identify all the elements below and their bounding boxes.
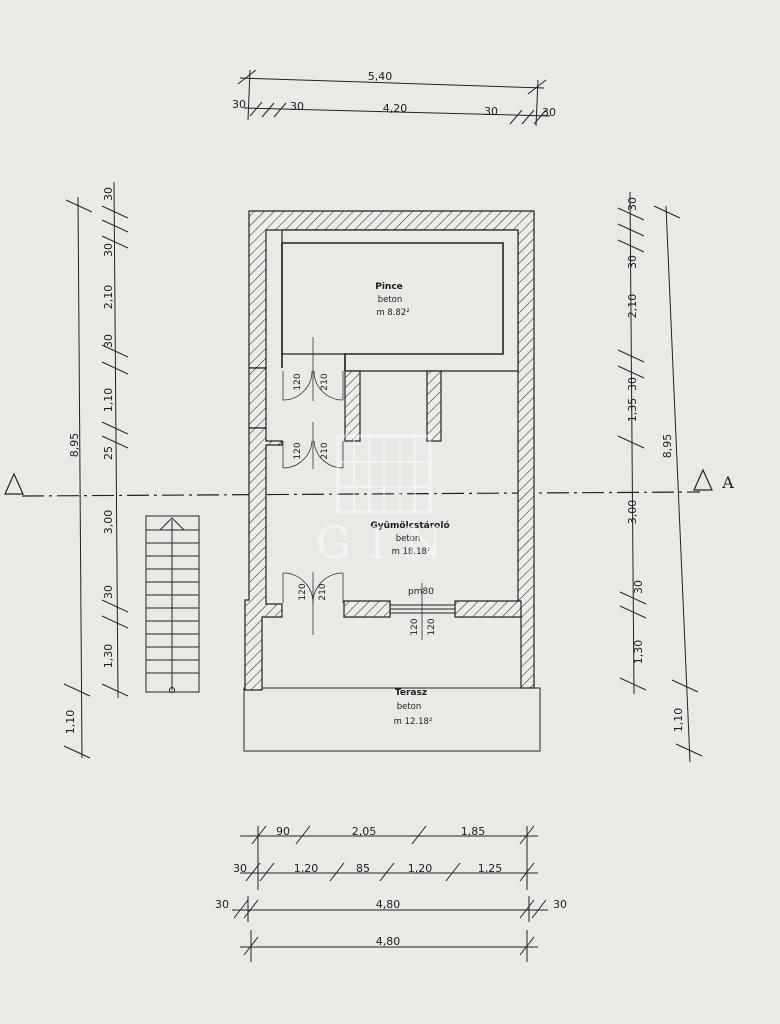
- dim-left-total: 8,95: [68, 433, 81, 458]
- dim-bottom-row3-right: 30: [553, 898, 567, 911]
- dim-overall-width: 5,40: [368, 70, 393, 83]
- dim-right-seg-7: 30: [632, 580, 645, 594]
- top-dimensions: 5,40 30 30 4,20 30 30: [232, 69, 556, 127]
- dim-top-wall-left-inner: 30: [290, 100, 304, 113]
- dim-bottom-row2-1: 30: [233, 862, 247, 875]
- dim-bottom-row2-5: 1,25: [478, 862, 503, 875]
- dim-left-seg-6: 25: [102, 446, 115, 460]
- bottom-dimensions: 90 2,05 1,85 30 1,20 85 1,20 1,25 30 4,8…: [215, 825, 567, 962]
- dim-bottom-row3-left: 30: [215, 898, 229, 911]
- dim-bottom-row1-3: 1,85: [461, 825, 486, 838]
- room-terasz-material: beton: [397, 702, 422, 712]
- dim-right-seg-2: 30: [626, 255, 639, 269]
- dim-bottom-row3-mid: 4,80: [376, 898, 401, 911]
- window: [390, 604, 455, 614]
- dim-bottom-row1-1: 90: [276, 825, 290, 838]
- dim-top-wall-right-outer: 30: [542, 106, 556, 119]
- room-pince-name: Pince: [375, 282, 403, 292]
- door-terrace: 120 210: [282, 572, 344, 635]
- dim-bottom-row1-2: 2,05: [352, 825, 377, 838]
- dim-left-seg-8: 30: [102, 585, 115, 599]
- dim-right-seg-8: 1,30: [632, 640, 645, 665]
- dim-bottom-row4: 4,80: [376, 935, 401, 948]
- dim-left-extra: 1,10: [64, 710, 77, 735]
- dim-right-seg-3: 2,10: [626, 294, 639, 319]
- stairs: [145, 515, 200, 693]
- door-middle-width: 120: [293, 442, 303, 459]
- room-gyumolcstarolo: Gyümölcstároló beton m 18.18²: [370, 520, 449, 557]
- dim-bottom-row2-3: 85: [356, 862, 370, 875]
- room-terasz-area: m 12.18²: [394, 717, 433, 727]
- door-middle: 120 210: [282, 422, 344, 469]
- watermark-logo: GIN: [315, 434, 460, 569]
- dim-top-wall-left-outer: 30: [232, 98, 246, 111]
- dim-top-wall-right-inner: 30: [484, 105, 498, 118]
- section-marker-left-icon: [4, 472, 24, 495]
- room-pince: Pince beton m 8.82²: [375, 282, 409, 318]
- dim-left-seg-5: 1,10: [102, 388, 115, 413]
- stairs-start-dot-icon: [169, 687, 175, 693]
- door-terrace-width: 120: [298, 583, 308, 600]
- dim-right-extra: 1,10: [672, 708, 685, 733]
- door-pince-width: 120: [293, 373, 303, 390]
- dim-left-seg-7: 3,00: [102, 510, 115, 535]
- dim-left-seg-2: 30: [102, 243, 115, 257]
- dim-left-seg-9: 1,30: [102, 644, 115, 669]
- room-gyumolcs-material: beton: [396, 534, 421, 544]
- right-dimensions: 30 30 2,10 30 1,35 3,00 30 1,30 8,95 1,1…: [617, 191, 703, 763]
- dim-top-interior: 4,20: [383, 102, 408, 115]
- door-terrace-height: 210: [318, 583, 328, 600]
- window-labels: pm80 120 120: [408, 583, 437, 640]
- dim-bottom-row2-2: 1,20: [294, 862, 319, 875]
- section-marker-label: A: [721, 473, 734, 492]
- section-marker-right-icon: [693, 468, 713, 491]
- pince-room-outline: [281, 242, 504, 371]
- door-pince: 120 210: [282, 337, 344, 401]
- walls: [244, 210, 535, 691]
- dim-right-seg-6: 3,00: [626, 500, 639, 525]
- room-gyumolcs-area: m 18.18²: [392, 547, 431, 557]
- door-pince-height: 210: [320, 373, 330, 390]
- window-width: 120: [410, 618, 420, 635]
- dim-right-seg-1: 30: [626, 197, 639, 211]
- watermark-text: GIN: [315, 518, 460, 569]
- left-dimensions: 8,95 1,10 30 30 2,10 30 1,10 25 3,00 30 …: [63, 181, 129, 759]
- dim-left-seg-1: 30: [102, 187, 115, 201]
- door-middle-height: 210: [320, 442, 330, 459]
- section-line-a: A: [4, 468, 734, 497]
- dim-left-seg-4: 30: [102, 334, 115, 348]
- room-pince-area: m 8.82²: [376, 308, 409, 318]
- room-terasz: Terasz beton m 12.18²: [394, 688, 433, 727]
- window-pm-label: pm80: [408, 587, 434, 597]
- room-pince-material: beton: [378, 295, 403, 305]
- dim-left-seg-3: 2,10: [102, 285, 115, 310]
- dim-bottom-row2-4: 1,20: [408, 862, 433, 875]
- dim-right-total: 8,95: [661, 434, 674, 459]
- dim-right-seg-5: 1,35: [626, 398, 639, 423]
- terrace-outline: [243, 687, 541, 752]
- dim-right-seg-4: 30: [626, 377, 639, 391]
- room-gyumolcs-name: Gyümölcstároló: [370, 520, 449, 531]
- window-height: 120: [427, 618, 437, 635]
- room-terasz-name: Terasz: [395, 688, 427, 698]
